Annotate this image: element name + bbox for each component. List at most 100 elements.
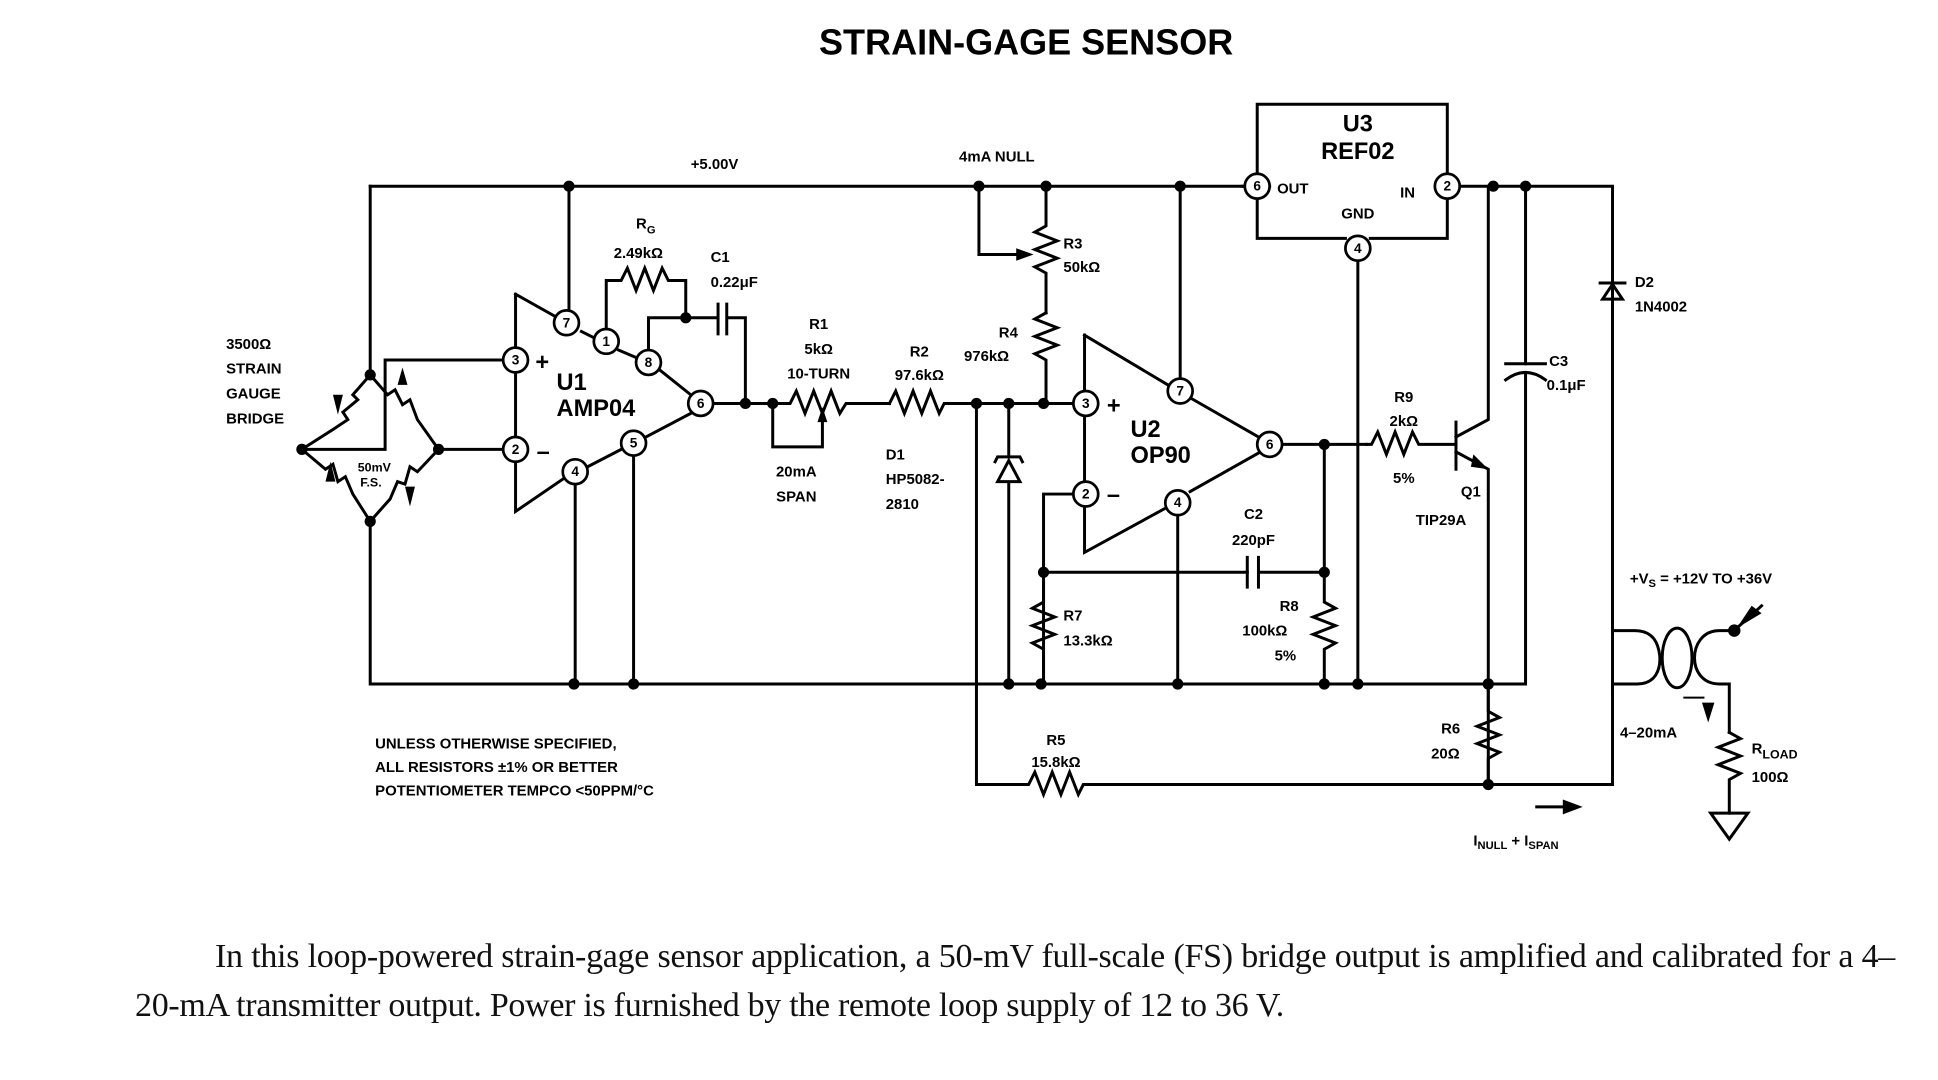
q1-ref: Q1 [1461,485,1481,501]
d2-ref: D2 [1635,275,1654,291]
rload-value: 100Ω [1752,770,1789,786]
ground-rail [368,519,1524,690]
r1-ref: R1 [809,317,828,333]
current-sum-label: INULL + ISPAN [1473,833,1558,852]
rload-ref: RLOAD [1752,742,1798,762]
supply-label: +5.00V [691,157,739,173]
r6-ref: R6 [1441,722,1460,738]
note-line-3: POTENTIOMETER TEMPCO <50PPM/°C [375,784,654,800]
svg-text:3: 3 [512,353,520,368]
twisted-pair-loop: +VS = +12V TO +36V 4–20mA [1611,284,1772,787]
svg-text:2: 2 [512,442,520,457]
null-label: 4mA NULL [959,149,1035,165]
note-line-1: UNLESS OTHERWISE SPECIFIED, [375,737,616,753]
bridge-fs-line-2: F.S. [360,476,381,490]
r8-value: 100kΩ [1242,624,1287,640]
svg-text:6: 6 [1266,437,1274,452]
resistor-r4: R4 976kΩ [964,310,1062,405]
u1-plus-sign: + [535,349,549,375]
r6-value: 20Ω [1431,746,1460,762]
svg-text:5: 5 [630,436,638,451]
u1-pin-3: 3 [501,346,530,374]
c3-ref: C3 [1549,354,1568,370]
svg-text:2: 2 [1082,487,1090,502]
r1-function-line-1: 20mA [776,465,817,481]
u2-pin-3: 3 [1071,389,1100,418]
r1-note: 10-TURN [787,367,850,383]
u1-pin-1: 1 [592,327,621,356]
r1-function-line-2: SPAN [776,490,816,506]
u3-pin-4: 4 [1344,234,1372,263]
svg-text:2: 2 [1443,179,1451,194]
svg-text:4: 4 [1174,495,1182,510]
capacitor-c1: C1 0.22μF [684,250,758,410]
svg-text:7: 7 [1176,384,1184,399]
r5-value: 15.8kΩ [1031,755,1080,771]
r3-ref: R3 [1063,236,1082,252]
u3-part: REF02 [1321,138,1394,164]
resistor-r7: R7 13.3kΩ [1028,570,1113,686]
d2-part: 1N4002 [1635,300,1687,316]
r8-tolerance: 5% [1275,648,1297,664]
r2-value: 97.6kΩ [895,368,944,384]
c2-value: 220pF [1232,533,1275,549]
u1-pin-4: 4 [561,457,589,486]
svg-text:6: 6 [1253,179,1261,194]
u2-ref: U2 [1131,416,1161,442]
u3-pin-2: 2 [1433,172,1462,200]
r3-value: 50kΩ [1063,260,1100,276]
resistor-r8: R8 100kΩ 5% [1242,442,1340,686]
u1-amp04: 7 1 8 6 5 4 3 2 + – U1 AMP04 [501,184,775,686]
r4-ref: R4 [999,326,1019,342]
c1-value: 0.22μF [711,275,758,291]
u3-pin-6: 6 [1243,172,1272,200]
c1-ref: C1 [711,250,730,266]
potentiometer-r1: R1 5kΩ 10-TURN 20mA SPAN [767,317,891,506]
rg-ref: RG [636,216,655,236]
u3-ref: U3 [1343,111,1373,137]
r7-value: 13.3kΩ [1063,634,1112,650]
svg-text:4: 4 [571,464,579,479]
u1-pin-8: 8 [634,348,663,377]
resistor-rload: RLOAD 100Ω [1707,730,1798,842]
caption-text: In this loop-powered strain-gage sensor … [135,938,1895,1024]
potentiometer-r3: R3 50kΩ [977,184,1100,315]
c2-ref: C2 [1244,507,1263,523]
transistor-q1: Q1 TIP29A [1416,184,1494,787]
u1-pin-7: 7 [552,308,581,337]
u2-plus-sign: + [1107,392,1121,418]
u2-minus-sign: – [1107,482,1120,508]
resistor-r2: R2 97.6kΩ [887,344,1088,418]
loop-current-annotation: INULL + ISPAN [1473,799,1583,852]
capacitor-c3: C3 0.1μF [1486,184,1586,686]
r5-ref: R5 [1046,733,1065,749]
note-line-2: ALL RESISTORS ±1% OR BETTER [375,760,618,776]
svg-text:3: 3 [1082,396,1090,411]
caption: In this loop-powered strain-gage sensor … [135,932,1895,1030]
r7-ref: R7 [1063,609,1082,625]
u1-pin-6: 6 [686,389,715,418]
u3-gnd-label: GND [1341,206,1374,222]
u1-pin-2: 2 [501,435,530,464]
u2-pin-7: 7 [1166,377,1194,405]
svg-text:8: 8 [645,355,653,370]
d1-ref: D1 [886,447,905,463]
resistor-r9: R9 2kΩ 5% [1365,390,1458,487]
u1-pin-5: 5 [619,429,648,457]
svg-text:1: 1 [602,334,610,349]
r1-value: 5kΩ [804,342,833,358]
svg-text:4: 4 [1354,241,1362,256]
resistor-r5: R5 15.8kΩ [974,401,1615,799]
supply-rail: +5.00V 4mA NULL [368,149,1244,377]
u3-ref02: 6 2 4 U3 REF02 OUT IN GND [1240,102,1615,686]
r9-ref: R9 [1394,390,1413,406]
u1-part: AMP04 [557,395,636,421]
strain-gauge-bridge: 3500Ω STRAIN GAUGE BRIDGE 50mV F.S. [226,337,505,527]
resistor-rg: RG 2.49kΩ [609,216,692,324]
capacitor-c2: C2 220pF [1037,507,1330,589]
diagram-title: STRAIN-GAGE SENSOR [819,22,1233,63]
r9-tolerance: 5% [1393,471,1415,487]
vs-label: +VS = +12V TO +36V [1630,571,1772,590]
u2-pin-2: 2 [1071,480,1100,508]
